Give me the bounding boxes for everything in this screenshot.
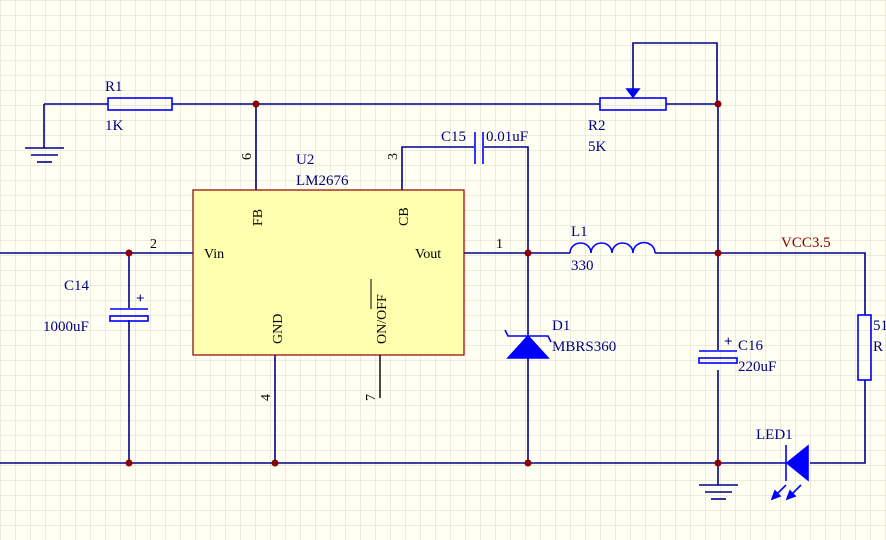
junction-dot — [252, 100, 260, 108]
junctions — [125, 100, 722, 467]
c16-value: 220uF — [738, 359, 776, 375]
c14-plate-bottom — [109, 315, 149, 322]
r-partial-designator: 51 — [873, 318, 886, 334]
ic-pin-number-vout: 1 — [496, 237, 503, 252]
junction-dot — [524, 459, 532, 467]
d1-value: MBRS360 — [552, 339, 616, 355]
c14-plus: + — [136, 291, 145, 307]
ic-pin-onoff-label: ON/OFF — [375, 294, 390, 344]
r1-body — [107, 97, 173, 111]
r-partial-body — [857, 314, 872, 381]
r2-wiper-arrow — [625, 88, 641, 99]
ic-u2[interactable]: U2 LM2676 Vin Vout FB CB GND ON/OFF 6 3 … — [150, 152, 503, 401]
ic-designator: U2 — [296, 152, 314, 168]
junction-dot — [125, 249, 133, 257]
r1-designator: R1 — [105, 79, 123, 95]
ic-pin-gnd-label: GND — [271, 314, 286, 344]
resistor-r1[interactable]: R1 1K — [105, 79, 173, 134]
ic-pin-number-vin: 2 — [150, 237, 157, 252]
c15-value: 0.01uF — [486, 129, 528, 145]
r-partial-value: R — [873, 339, 883, 355]
ic-part: LM2676 — [296, 173, 349, 189]
r2-designator: R2 — [588, 118, 606, 134]
d1-triangle — [506, 334, 550, 359]
l1-coils — [569, 241, 656, 254]
diode-d1[interactable]: D1 MBRS360 — [504, 318, 616, 359]
junction-dot — [714, 100, 722, 108]
led1-triangle — [785, 444, 809, 482]
c16-plate-bottom — [698, 357, 738, 364]
junction-dot — [125, 459, 133, 467]
led1-light-arrows — [770, 484, 802, 501]
l1-designator: L1 — [571, 224, 588, 240]
r1-value: 1K — [105, 118, 124, 134]
c14-value: 1000uF — [43, 319, 89, 335]
c15-designator: C15 — [441, 129, 466, 145]
ic-pin-number-cb: 3 — [386, 153, 401, 160]
capacitor-c16[interactable]: + C16 220uF — [698, 334, 776, 375]
ic-pin-number-onoff: 7 — [364, 394, 379, 401]
ic-pin-fb-label: FB — [251, 209, 266, 226]
ic-pin-vout-label: Vout — [415, 247, 441, 262]
ic-pin-vin-label: Vin — [204, 247, 224, 262]
junction-dot — [714, 459, 722, 467]
c16-plus: + — [724, 334, 733, 350]
junction-dot — [524, 249, 532, 257]
ground-symbol-right — [699, 484, 738, 500]
led1-designator: LED1 — [756, 427, 793, 443]
resistor-partial[interactable]: 51 R — [857, 314, 886, 381]
ic-pin-cb-label: CB — [397, 207, 412, 226]
wires — [0, 42, 866, 485]
ic-pin-number-fb: 6 — [240, 153, 255, 160]
ic-pin-number-gnd: 4 — [259, 394, 274, 401]
potentiometer-r2[interactable]: R2 5K — [588, 88, 667, 155]
capacitor-c14[interactable]: + C14 1000uF — [43, 278, 149, 335]
ground-symbol-left — [25, 147, 64, 163]
c16-designator: C16 — [738, 338, 764, 354]
c14-designator: C14 — [64, 278, 90, 294]
led-led1[interactable]: LED1 — [756, 427, 809, 501]
d1-designator: D1 — [552, 318, 570, 334]
inductor-l1[interactable]: L1 330 — [569, 224, 656, 274]
capacitor-c15[interactable]: C15 0.01uF — [441, 129, 528, 164]
r2-value: 5K — [588, 139, 607, 155]
junction-dot — [271, 459, 279, 467]
net-label-vcc: VCC3.5 — [781, 235, 831, 251]
ic-body — [192, 189, 465, 356]
d1-cathode-bar — [504, 329, 552, 343]
l1-value: 330 — [571, 258, 594, 274]
junction-dot — [714, 249, 722, 257]
